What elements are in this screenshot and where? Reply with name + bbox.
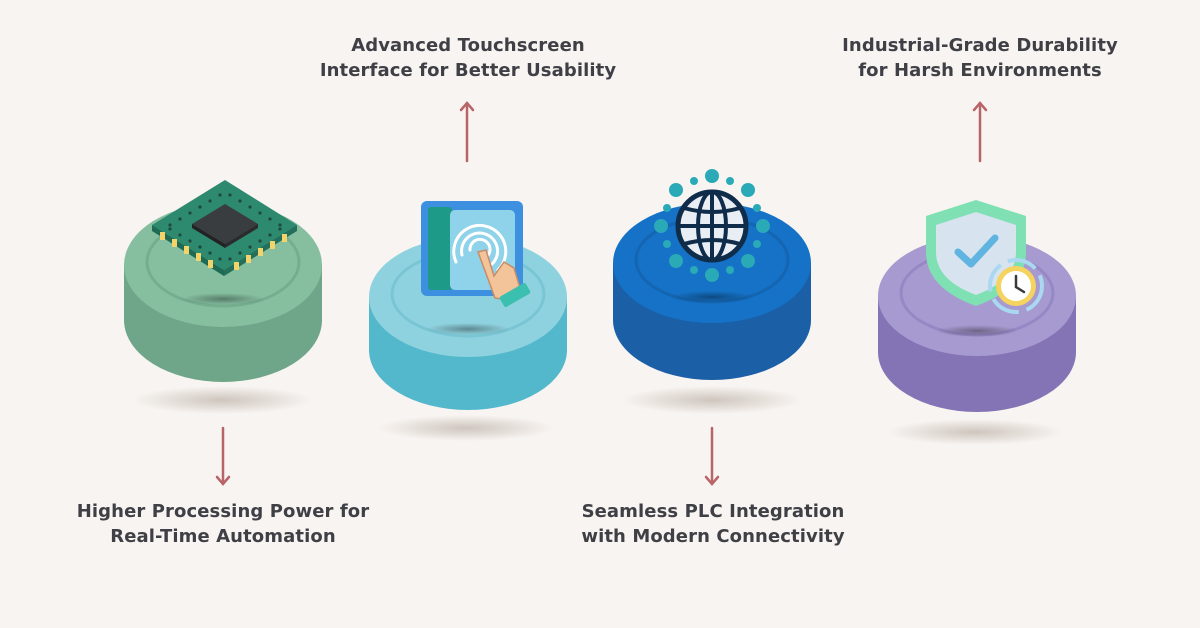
label-processing-line-2: Real-Time Automation	[110, 526, 336, 547]
microchip-icon	[152, 180, 297, 276]
arrow-connectivity	[704, 426, 720, 486]
label-processing-line-1: Higher Processing Power for	[76, 501, 370, 522]
label-touchscreen-line-1: Advanced Touchscreen	[351, 35, 585, 56]
shield-clock-icon	[926, 200, 1044, 314]
arrow-processing	[215, 426, 231, 486]
global-network-icon	[654, 169, 770, 282]
label-connectivity-line-1: Seamless PLC Integration	[581, 501, 845, 522]
label-connectivity: Seamless PLC Integration with Modern Con…	[538, 499, 888, 549]
label-connectivity-line-2: with Modern Connectivity	[581, 526, 845, 547]
label-touchscreen: Advanced Touchscreen Interface for Bette…	[293, 33, 643, 83]
touchscreen-hand-icon	[421, 201, 531, 307]
pedestal-touchscreen	[369, 237, 567, 441]
pedestal-connectivity	[613, 203, 811, 414]
arrow-durability	[972, 101, 988, 163]
label-processing: Higher Processing Power for Real-Time Au…	[48, 499, 398, 549]
label-durability-line-2: for Harsh Environments	[858, 60, 1102, 81]
label-durability-line-1: Industrial-Grade Durability	[842, 35, 1118, 56]
label-durability: Industrial-Grade Durability for Harsh En…	[805, 33, 1155, 83]
arrow-touchscreen	[459, 101, 475, 163]
label-touchscreen-line-2: Interface for Better Usability	[319, 60, 617, 81]
